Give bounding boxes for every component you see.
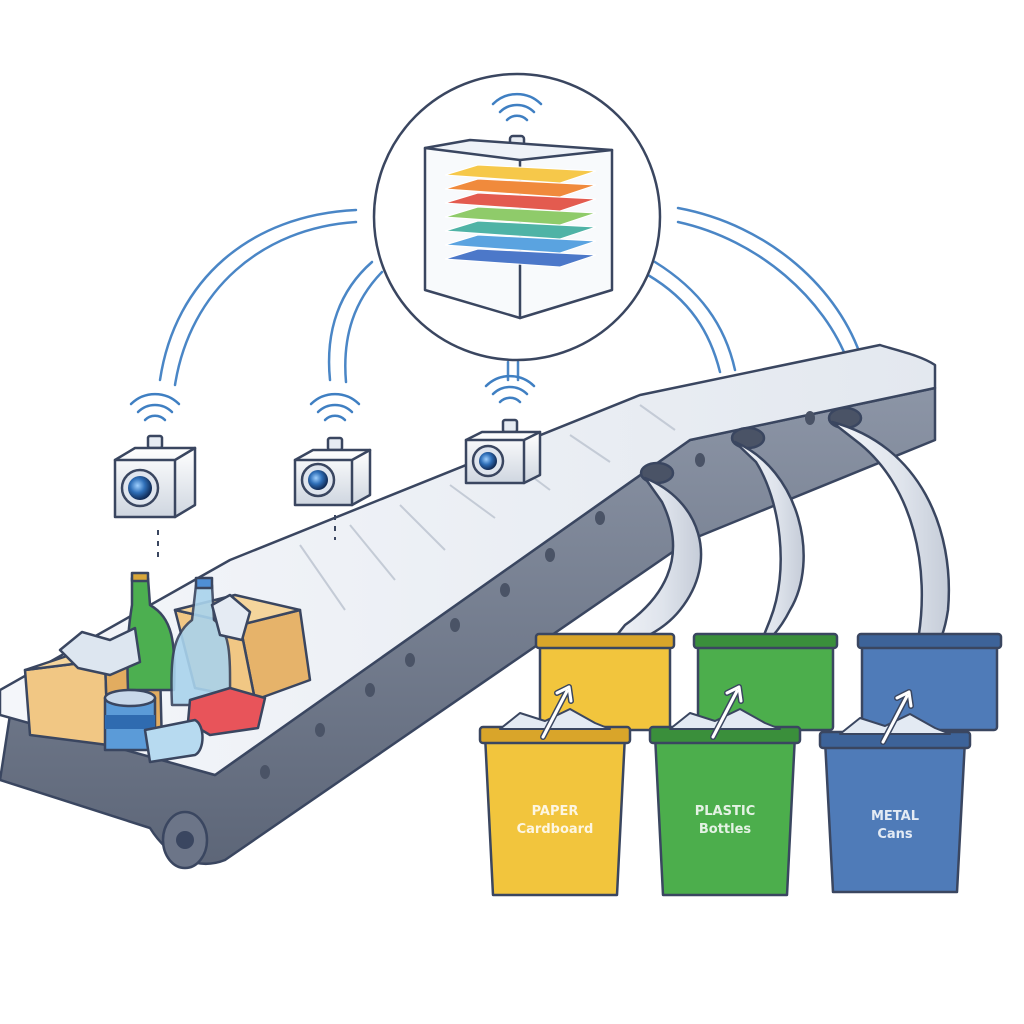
bin-yellow: PAPER Cardboard [478, 632, 676, 897]
crumpled-paper [58, 593, 252, 677]
layered-cube-icon [423, 134, 614, 320]
camera-icon [293, 436, 372, 507]
bin-back [860, 638, 999, 732]
bin-label: PLASTIC [695, 804, 755, 819]
sorting-bins: PAPER Cardboard PLASTIC Bottles METAL Cans [478, 632, 1003, 897]
color-layer [444, 178, 597, 198]
bin-label: PAPER [532, 804, 579, 819]
bin-back-rim [692, 632, 839, 650]
bin-back-rim [534, 632, 676, 650]
color-layer [444, 234, 597, 254]
ai-processor [372, 72, 662, 362]
bin-label: METAL [871, 809, 919, 824]
sensor-1-signal-icon [129, 392, 181, 422]
color-layer [444, 206, 597, 226]
sensor-2 [293, 392, 372, 540]
bin-label: Bottles [699, 822, 752, 837]
color-layer [444, 192, 597, 212]
plastic-bottle [143, 718, 204, 764]
sensor-2-signal-icon [309, 392, 361, 422]
color-layer [444, 164, 597, 184]
bin-back [696, 638, 835, 732]
camera-icon [464, 418, 542, 485]
sensor-3-signal-icon [484, 374, 536, 404]
color-layer [444, 248, 597, 268]
bin-blue: METAL Cans [818, 632, 1003, 894]
color-layer [444, 220, 597, 240]
roller-axle [176, 831, 194, 849]
sensor-3 [464, 374, 542, 485]
sorting-chutes [603, 406, 951, 657]
belt-rivets [260, 411, 815, 779]
signal-links [158, 206, 864, 387]
bin-label: Cardboard [517, 822, 594, 837]
bin-back-rim [856, 632, 1003, 650]
camera-icon [113, 434, 197, 519]
color-layers [444, 164, 597, 268]
processor-signal-icon [491, 92, 543, 122]
bin-green: PLASTIC Bottles [648, 632, 839, 897]
bin-label: Cans [877, 827, 913, 842]
mixed-waste-pile [23, 571, 312, 764]
sensor-1 [113, 392, 197, 560]
